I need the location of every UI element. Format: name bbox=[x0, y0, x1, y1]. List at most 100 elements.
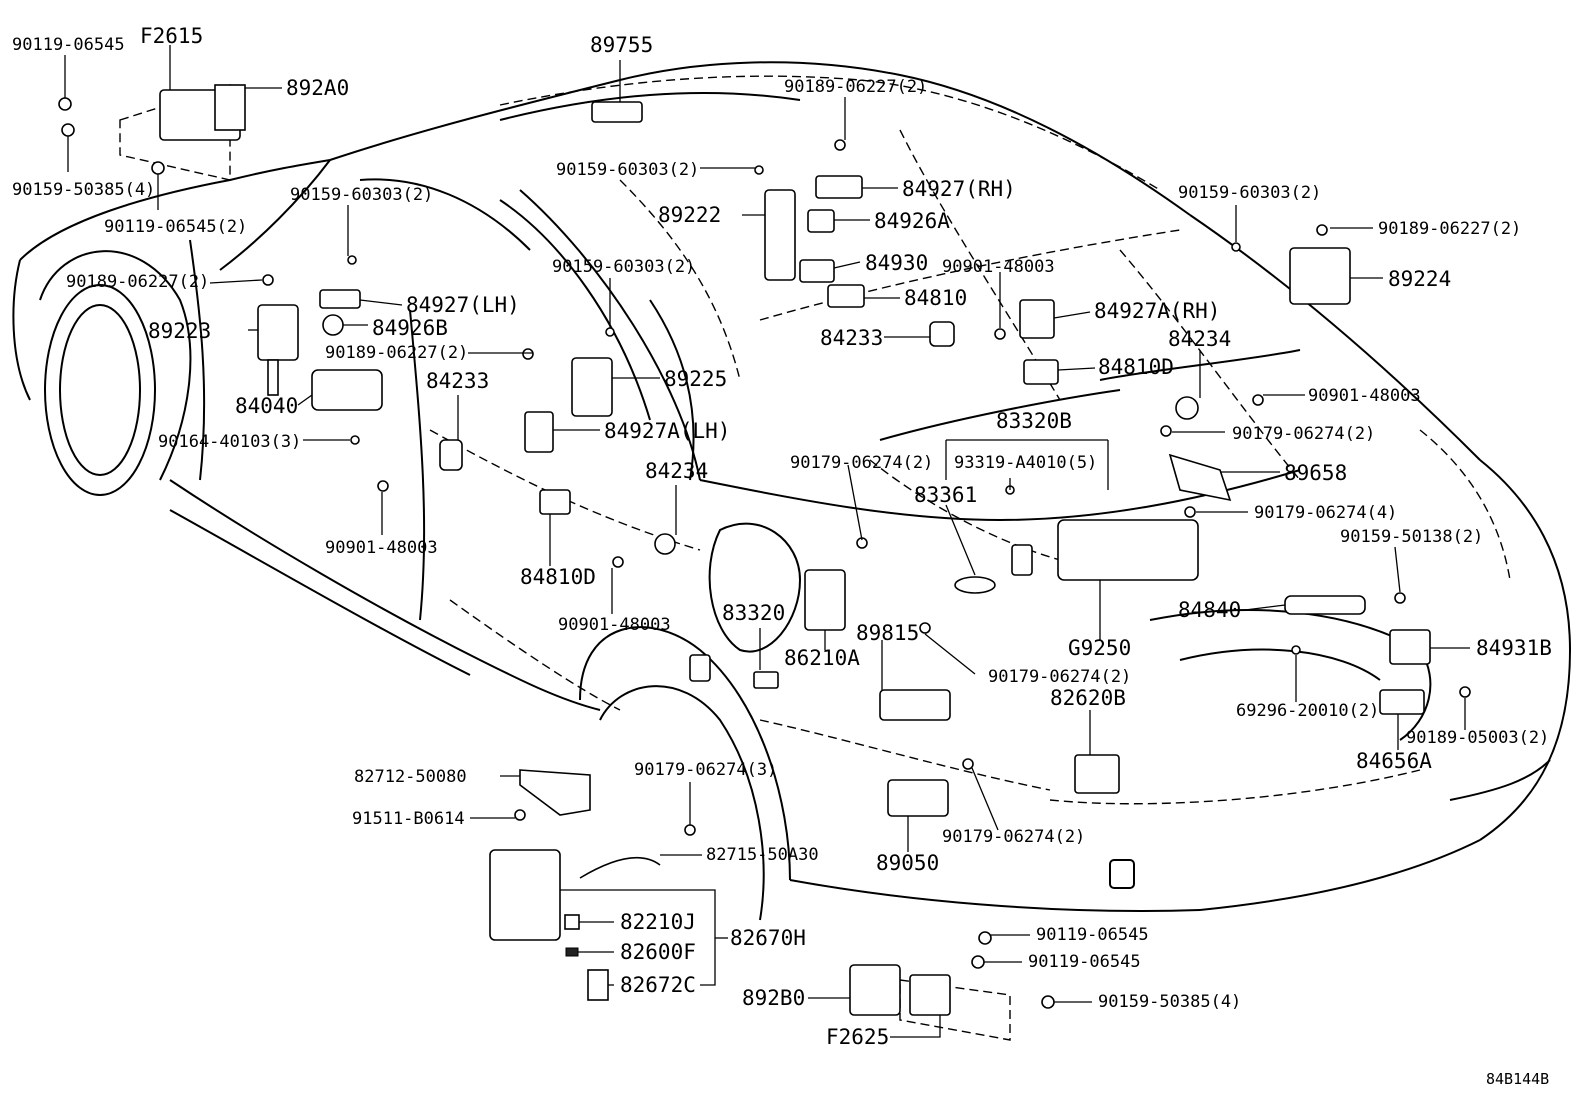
leader-lines bbox=[64, 45, 1470, 1038]
part-86210A bbox=[804, 569, 846, 631]
part-label: 90179-06274(2) bbox=[942, 827, 1085, 847]
part-label: 90179-06274(4) bbox=[1254, 503, 1397, 523]
part-label: 84810D bbox=[520, 565, 596, 589]
part-label: 86210A bbox=[784, 646, 860, 670]
part-label: 84926B bbox=[372, 316, 448, 340]
part-label: 89224 bbox=[1388, 267, 1451, 291]
part-label: 89225 bbox=[664, 367, 727, 391]
part-84926A bbox=[807, 209, 835, 233]
part-label: 84810 bbox=[904, 286, 967, 310]
clip-icon bbox=[1316, 224, 1328, 236]
bolt-icon bbox=[377, 480, 389, 492]
part-label: 84233 bbox=[426, 369, 489, 393]
bolt-icon bbox=[151, 161, 165, 175]
part-label: 84927A(LH) bbox=[604, 419, 730, 443]
part-label: 89050 bbox=[876, 851, 939, 875]
nut-icon bbox=[919, 622, 931, 634]
part-label: 89223 bbox=[148, 319, 211, 343]
part-label: 89658 bbox=[1284, 461, 1347, 485]
bolt-icon bbox=[1041, 995, 1055, 1009]
screw-icon bbox=[1291, 645, 1301, 655]
nut-icon bbox=[962, 758, 974, 770]
part-label: 892B0 bbox=[742, 986, 805, 1010]
part-label: 83320 bbox=[722, 601, 785, 625]
part-83361 bbox=[954, 576, 996, 594]
part-84927-rh bbox=[815, 175, 863, 199]
part-84927A-rh bbox=[1019, 299, 1055, 339]
part-84930 bbox=[799, 259, 835, 283]
part-label: 84840 bbox=[1178, 598, 1241, 622]
part-label: 82712-50080 bbox=[354, 767, 467, 787]
part-label: 90159-60303(2) bbox=[1178, 183, 1321, 203]
screw-icon bbox=[347, 255, 357, 265]
part-label: 84656A bbox=[1356, 749, 1432, 773]
part-82712-50080 bbox=[519, 769, 591, 816]
screw-icon bbox=[350, 435, 360, 445]
part-label: 90159-50138(2) bbox=[1340, 527, 1483, 547]
part-label: 82210J bbox=[620, 910, 696, 934]
clip-icon bbox=[522, 348, 534, 360]
part-82670H bbox=[489, 849, 561, 941]
part-label: 90179-06274(2) bbox=[1232, 424, 1375, 444]
part-label: 84930 bbox=[865, 251, 928, 275]
part-84926B bbox=[322, 314, 344, 336]
car-body-outline bbox=[12, 61, 1571, 1041]
part-84656A bbox=[1379, 689, 1425, 715]
part-label: 90901-48003 bbox=[942, 257, 1055, 277]
part-label: 90189-06227(2) bbox=[784, 77, 927, 97]
part-82715-50A30 bbox=[579, 856, 661, 879]
part-label: 90179-06274(3) bbox=[634, 760, 777, 780]
part-label: 90159-60303(2) bbox=[290, 185, 433, 205]
part-89222 bbox=[764, 189, 796, 281]
part-83320B bbox=[1011, 544, 1033, 576]
nut-icon bbox=[684, 824, 696, 836]
clip-icon bbox=[1394, 592, 1406, 604]
bolt-icon bbox=[58, 97, 72, 111]
part-83320-connector bbox=[753, 671, 779, 689]
part-label: G9250 bbox=[1068, 636, 1131, 660]
part-label: 90119-06545 bbox=[1036, 925, 1149, 945]
part-label: 84234 bbox=[645, 459, 708, 483]
part-label: 90119-06545 bbox=[12, 35, 125, 55]
bolt-icon bbox=[612, 556, 624, 568]
part-89224 bbox=[1289, 247, 1351, 305]
part-label: 89815 bbox=[856, 621, 919, 645]
part-label: 90119-06545(2) bbox=[104, 217, 247, 237]
part-label: 90159-60303(2) bbox=[552, 257, 695, 277]
part-label: F2615 bbox=[140, 24, 203, 48]
part-label: 84926A bbox=[874, 209, 950, 233]
part-89223-stem bbox=[267, 359, 279, 396]
part-label: 82672C bbox=[620, 973, 696, 997]
part-label: 82600F bbox=[620, 940, 696, 964]
part-label: 89222 bbox=[658, 203, 721, 227]
part-89223 bbox=[257, 304, 299, 361]
part-82210J bbox=[564, 914, 580, 930]
nut-icon bbox=[1160, 425, 1172, 437]
part-label: 90189-06227(2) bbox=[1378, 219, 1521, 239]
screw-icon bbox=[754, 165, 764, 175]
part-label: 84931B bbox=[1476, 636, 1552, 660]
bolt-icon bbox=[978, 931, 992, 945]
part-892A0-module bbox=[214, 84, 246, 131]
part-84233-right bbox=[929, 321, 955, 347]
parts bbox=[58, 84, 1471, 1016]
part-label: 83320B bbox=[996, 409, 1072, 433]
part-label: 90901-48003 bbox=[558, 615, 671, 635]
part-label: 90119-06545 bbox=[1028, 952, 1141, 972]
part-label: 89755 bbox=[590, 33, 653, 57]
part-82620B bbox=[1074, 754, 1120, 794]
part-G9250 bbox=[1057, 519, 1199, 581]
part-label: 90179-06274(2) bbox=[790, 453, 933, 473]
part-label: 90164-40103(3) bbox=[158, 432, 301, 452]
bolt-icon bbox=[994, 328, 1006, 340]
screw-icon bbox=[1231, 242, 1241, 252]
part-892B0-plate bbox=[909, 974, 951, 1016]
part-892B0 bbox=[849, 964, 901, 1016]
clip-icon bbox=[262, 274, 274, 286]
screw-icon bbox=[605, 327, 615, 337]
bolt-icon bbox=[1252, 394, 1264, 406]
bolt-icon bbox=[61, 123, 75, 137]
part-84931B bbox=[1389, 629, 1431, 665]
